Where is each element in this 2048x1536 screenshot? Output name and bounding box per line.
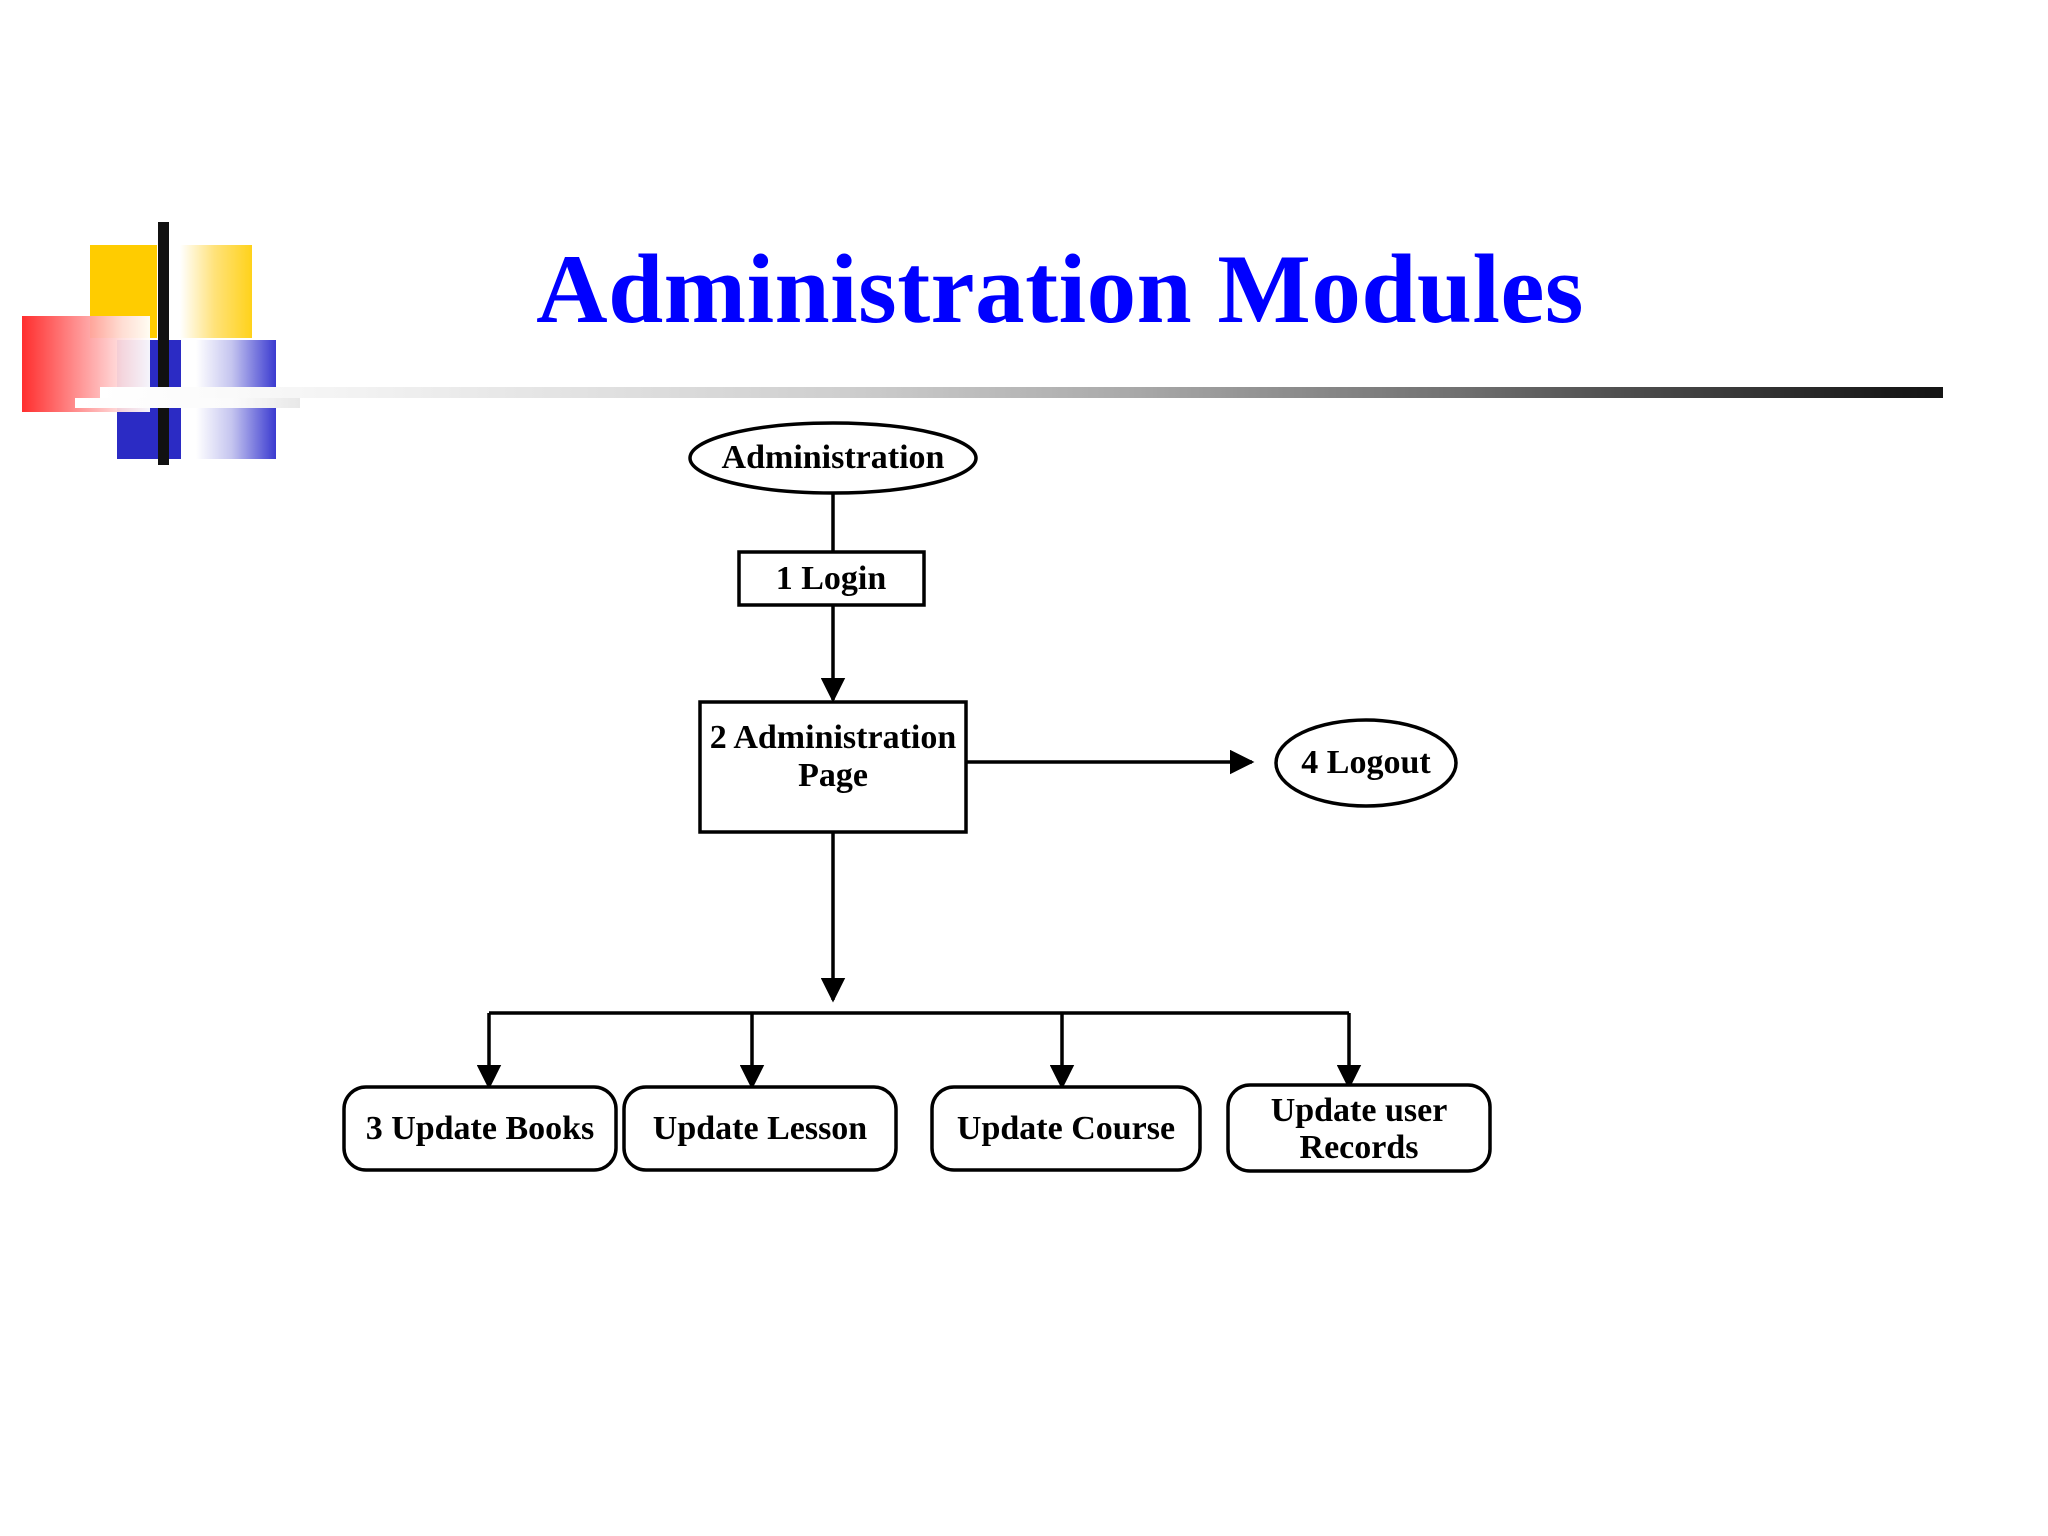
node-update-course-label: Update Course <box>957 1110 1175 1147</box>
logo-blue-gradient-square-bottom <box>196 406 276 459</box>
node-update-lesson-label: Update Lesson <box>653 1110 868 1147</box>
decorative-squares-logo <box>0 210 300 470</box>
node-logout[interactable]: 4 Logout <box>1274 718 1458 808</box>
logo-horizontal-white-bar <box>75 398 300 408</box>
page-title: Administration Modules <box>536 235 1584 344</box>
node-admin-page-label-line1: 2 Administration <box>710 719 957 756</box>
node-update-user-records-label-line2: Records <box>1300 1129 1419 1166</box>
node-update-books[interactable]: 3 Update Books <box>342 1085 618 1172</box>
node-administration[interactable]: Administration <box>688 421 978 495</box>
node-admin-page-label-line2: Page <box>798 757 868 794</box>
title-divider-rule <box>100 387 1943 398</box>
node-update-books-label: 3 Update Books <box>366 1110 595 1147</box>
node-admin-page[interactable]: 2 Administration Page <box>698 700 968 834</box>
node-update-course[interactable]: Update Course <box>930 1085 1202 1172</box>
node-update-user-records[interactable]: Update user Records <box>1226 1083 1492 1173</box>
node-update-user-records-label-line1: Update user <box>1271 1092 1448 1129</box>
logo-gold-gradient-square <box>180 245 252 338</box>
node-logout-label: 4 Logout <box>1301 744 1431 781</box>
logo-vertical-bar <box>158 222 169 465</box>
node-login-label: 1 Login <box>776 560 887 597</box>
node-administration-label: Administration <box>722 439 945 476</box>
node-login[interactable]: 1 Login <box>737 550 926 607</box>
node-update-lesson[interactable]: Update Lesson <box>622 1085 898 1172</box>
